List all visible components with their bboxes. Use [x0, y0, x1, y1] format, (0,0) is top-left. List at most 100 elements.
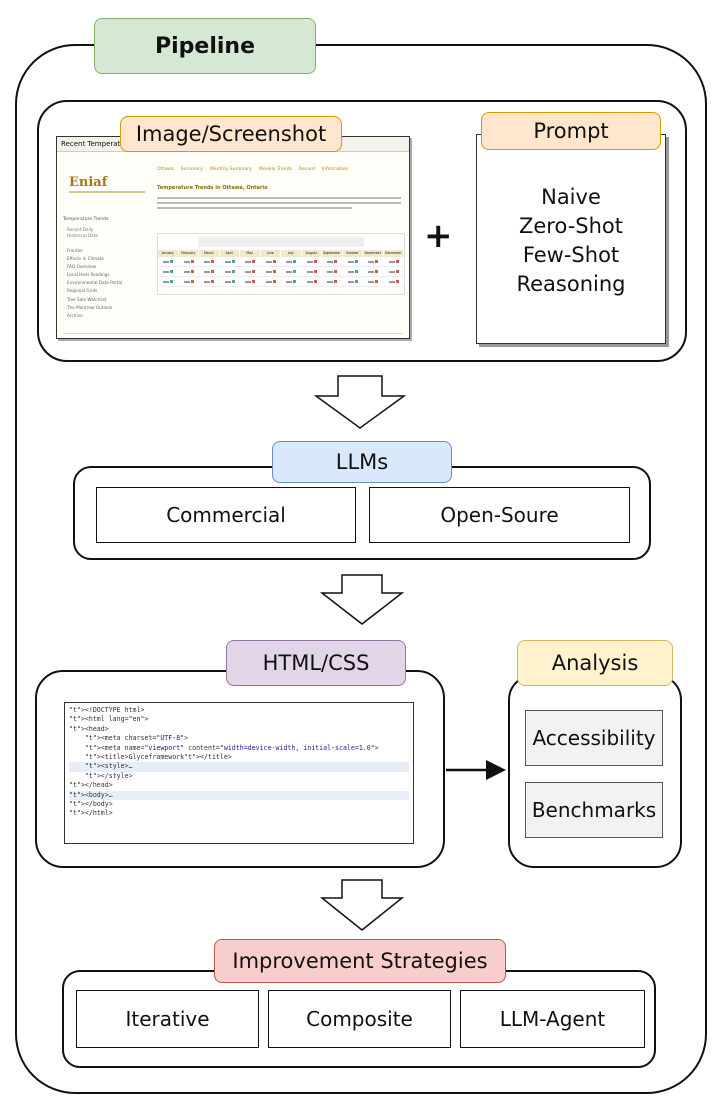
analysis-accessibility: Accessibility	[525, 710, 663, 766]
plus-sign: +	[424, 216, 453, 256]
thumb-table-header: February	[179, 250, 199, 257]
thumb-nav-item: Monthly Summary	[209, 167, 252, 172]
thumb-nav-item: Summary	[180, 167, 203, 172]
thumb-side-item: Recent Daily	[67, 227, 94, 232]
thumb-table-header: September	[322, 250, 343, 257]
thumb-side-title: Temperature Trends	[63, 217, 109, 222]
thumb-table-header: April	[220, 250, 240, 257]
thumb-side-items: Recent Daily Historical Data	[67, 227, 98, 239]
prompt-type-naive: Naive	[541, 185, 601, 209]
thumb-table-cell	[179, 257, 200, 266]
thumb-table-cell	[240, 277, 261, 286]
thumb-side-links: Frontier Effects in Climate FAQ Overview…	[67, 247, 122, 320]
thumb-table-row	[158, 257, 404, 267]
code-line: "t"><meta charset="UTF-8">	[84, 734, 189, 743]
thumb-paragraph	[157, 197, 401, 212]
thumb-table-cell	[322, 277, 343, 286]
thumb-table-cell	[343, 267, 364, 276]
thumb-table-header: July	[281, 250, 302, 257]
code-line: "t"><html lang="en">	[69, 715, 149, 724]
prompt-type-few-shot: Few-Shot	[522, 243, 620, 267]
thumb-table-cell	[158, 267, 179, 276]
code-line: "t"></head>	[69, 781, 113, 790]
thumb-table-cell	[363, 277, 384, 286]
thumb-table-header: June	[261, 250, 281, 257]
image-screenshot-label: Image/Screenshot	[120, 116, 342, 152]
improve-iterative: Iterative	[76, 990, 259, 1048]
down-arrow-3	[319, 879, 405, 931]
thumb-table-cell	[179, 267, 200, 276]
thumb-table-header: August	[302, 250, 322, 257]
thumb-table-cell	[199, 257, 220, 266]
improve-llm-agent: LLM-Agent	[460, 990, 645, 1048]
thumb-heading: Temperature Trends in Ottawa, Ontario	[157, 185, 268, 191]
thumb-table-cell	[281, 277, 302, 286]
code-snippet: "t"><!DOCTYPE html>"t"><html lang="en"> "…	[64, 702, 414, 844]
down-arrow-2	[319, 574, 405, 625]
thumb-table-cell	[363, 257, 384, 266]
thumb-table-cell	[302, 257, 323, 266]
right-arrow-head	[486, 760, 506, 780]
code-line: "t"></html>	[69, 809, 113, 818]
thumb-side-link: Local Heat Readings	[67, 272, 110, 278]
thumb-table-header: October	[343, 250, 363, 257]
prompt-type-zero-shot: Zero-Shot	[518, 214, 623, 238]
thumb-table-cell	[384, 277, 405, 286]
thumb-logo-underline	[69, 191, 145, 193]
thumb-table-cell	[199, 267, 220, 276]
thumb-table-header: January	[158, 250, 179, 257]
thumb-nav-item: Weekly Trends	[258, 167, 292, 172]
thumb-side-link: The Montreal Outlook	[67, 304, 113, 310]
thumb-table-cell	[261, 267, 282, 276]
thumb-table-cell	[302, 267, 323, 276]
down-arrow-1	[313, 375, 407, 429]
prompt-type-reasoning: Reasoning	[516, 272, 626, 296]
thumb-table-cell	[281, 257, 302, 266]
thumb-table-header: May	[240, 250, 261, 257]
thumb-nav-item: Record	[298, 167, 315, 172]
thumb-table-cell	[240, 257, 261, 266]
thumb-side-link: FAQ Overview	[67, 264, 97, 270]
thumb-table-cell	[363, 267, 384, 276]
thumb-table-cell	[158, 277, 179, 286]
thumb-table-cell	[343, 277, 364, 286]
pipeline-title: Pipeline	[94, 18, 316, 74]
thumb-table-cell	[158, 257, 179, 266]
pipeline-container	[15, 44, 707, 1094]
thumb-table-cell	[199, 277, 220, 286]
prompt-types-list: Naive Zero-Shot Few-Shot Reasoning	[477, 183, 665, 299]
code-line: "t"><body>…	[69, 790, 409, 801]
code-line: "t"><!DOCTYPE html>	[69, 706, 145, 714]
thumb-table-cell	[179, 277, 200, 286]
thumb-side-link: Archive	[67, 312, 83, 318]
llm-commercial: Commercial	[96, 487, 356, 543]
prompt-label: Prompt	[481, 112, 661, 150]
thumb-table-row	[158, 277, 404, 287]
code-line: "t"></style>	[84, 771, 133, 780]
thumb-table-cell	[240, 267, 261, 276]
thumb-nav-item: Ottawa	[157, 167, 174, 172]
thumb-table-cell	[220, 257, 241, 266]
thumb-side-link: Environmental Data Portal	[67, 280, 123, 286]
thumb-table-header: November	[363, 250, 384, 257]
thumb-table-cell	[261, 257, 282, 266]
thumb-table-cell	[384, 267, 405, 276]
thumb-side-link: Regional Grids	[67, 288, 98, 294]
thumb-nav-item: Information	[321, 167, 349, 172]
code-line: "t"><title>Glyceframework"t"></title>	[84, 753, 232, 762]
thumb-table-cell	[302, 277, 323, 286]
thumb-table-cell	[220, 277, 241, 286]
thumb-side-link: Effects in Climate	[67, 256, 104, 262]
thumb-table-cell	[384, 257, 405, 266]
thumb-table-header: December	[384, 250, 404, 257]
code-line: "t"><meta name="viewport" content="width…	[84, 743, 379, 752]
thumb-table-cell	[220, 267, 241, 276]
thumb-table-cell	[343, 257, 364, 266]
thumb-nav: Ottawa Summary Monthly Summary Weekly Tr…	[157, 167, 348, 172]
thumb-side-link: Tree Sale Watchlist	[67, 296, 107, 302]
thumb-table-cell	[322, 257, 343, 266]
thumb-table-cell	[322, 267, 343, 276]
analysis-benchmarks: Benchmarks	[525, 782, 663, 838]
